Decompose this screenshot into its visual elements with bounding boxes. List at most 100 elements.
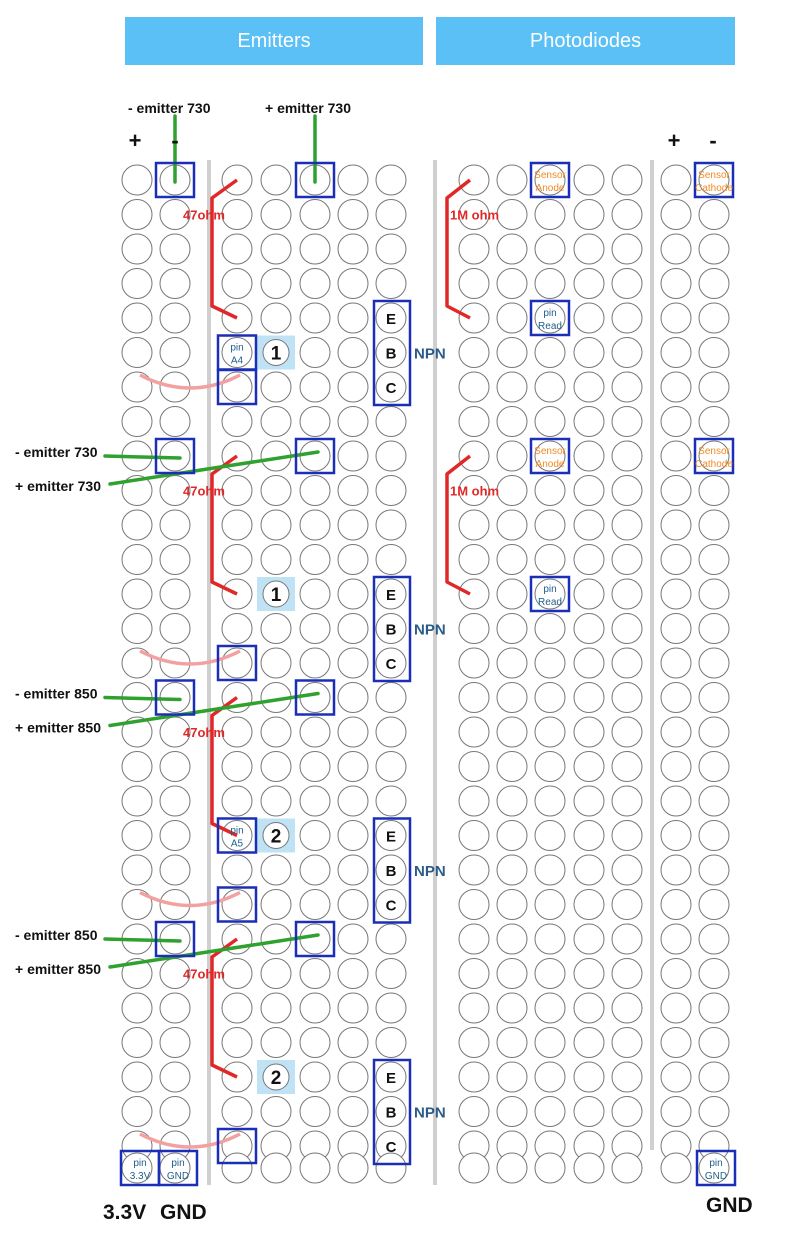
sensor-cathode-label: Cathode [695, 459, 733, 470]
breadboard-hole [299, 820, 331, 851]
emitter-minus-box [154, 679, 196, 716]
breadboard-hole [121, 371, 153, 403]
breadboard-hole [698, 475, 730, 506]
breadboard-hole [573, 233, 605, 265]
breadboard-hole [458, 613, 490, 644]
jumper-wire [108, 450, 320, 486]
breadboard-hole [299, 785, 331, 817]
jumper-wire [108, 691, 320, 728]
breadboard-hole [698, 233, 730, 265]
breadboard-hole [496, 302, 528, 334]
breadboard-hole [375, 1027, 407, 1058]
breadboard-hole [337, 1152, 369, 1184]
resistor-label: 47ohm [183, 484, 225, 499]
breadboard-hole [698, 682, 730, 713]
breadboard-hole [299, 475, 331, 506]
breadboard-hole [221, 406, 253, 437]
breadboard-hole [121, 475, 153, 506]
breadboard-hole [458, 233, 490, 265]
breadboard-hole [375, 613, 407, 644]
breadboard-hole [375, 682, 407, 713]
breadboard-hole [573, 889, 605, 920]
breadboard-hole [337, 578, 369, 610]
breadboard-hole [698, 544, 730, 575]
breadboard-hole [660, 475, 692, 506]
breadboard-hole [159, 406, 191, 437]
wire-label: + emitter 730 [265, 100, 351, 116]
breadboard-hole [458, 509, 490, 541]
breadboard-hole [496, 164, 528, 196]
sensor-cathode-box [693, 437, 735, 475]
breadboard-hole [573, 199, 605, 230]
breadboard-hole [375, 958, 407, 989]
breadboard-hole [159, 992, 191, 1024]
pin-gnd-left-label: GND [167, 1171, 189, 1182]
breadboard-hole [375, 854, 407, 886]
breadboard-hole [221, 854, 253, 886]
breadboard-hole [573, 785, 605, 817]
breadboard-hole [496, 1152, 528, 1184]
breadboard-hole [573, 440, 605, 472]
breadboard-hole [121, 992, 153, 1024]
breadboard-hole [121, 544, 153, 575]
breadboard-hole [660, 199, 692, 230]
sensor-anode-label: Sensor [534, 446, 566, 457]
breadboard-hole [534, 233, 566, 265]
breadboard-hole [337, 509, 369, 541]
breadboard-hole [337, 440, 369, 472]
jumper-wire [103, 937, 182, 943]
breadboard-hole [458, 923, 490, 955]
breadboard-hole [458, 406, 490, 437]
pin-read-label: Read [538, 597, 562, 608]
breadboard-hole [159, 233, 191, 265]
breadboard-hole [496, 820, 528, 851]
pink-jumper [139, 373, 241, 390]
breadboard-hole [496, 268, 528, 299]
breadboard-hole [337, 406, 369, 437]
transistor-pin-c: C [386, 898, 397, 915]
sensor-cathode-label: Cathode [695, 183, 733, 194]
breadboard-hole [260, 854, 292, 886]
breadboard-hole [534, 268, 566, 299]
breadboard-hole [221, 1152, 253, 1184]
breadboard-hole [458, 1027, 490, 1058]
breadboard-hole [337, 164, 369, 196]
breadboard-hole [660, 1027, 692, 1058]
resistor [210, 178, 239, 320]
breadboard-hole [337, 199, 369, 230]
breadboard-hole [573, 751, 605, 782]
sensor-anode-label: Sensor [534, 170, 566, 181]
breadboard-hole [299, 958, 331, 989]
breadboard-hole [375, 268, 407, 299]
breadboard-hole [496, 1096, 528, 1127]
breadboard-hole [611, 578, 643, 610]
breadboard-hole [121, 233, 153, 265]
breadboard-hole [221, 268, 253, 299]
breadboard-hole [660, 716, 692, 748]
resistor [445, 178, 472, 320]
breadboard-hole [121, 889, 153, 920]
breadboard-hole [698, 751, 730, 782]
breadboard-hole [221, 992, 253, 1024]
pin-read-box [529, 575, 571, 613]
breadboard-hole [221, 199, 253, 230]
breadboard-hole [299, 1061, 331, 1093]
breadboard-hole [534, 509, 566, 541]
breadboard-hole [660, 406, 692, 437]
breadboard-hole [337, 647, 369, 679]
breadboard-hole [159, 613, 191, 644]
breadboard-hole [299, 889, 331, 920]
breadboard-hole [611, 475, 643, 506]
breadboard-hole [458, 302, 490, 334]
breadboard-hole [698, 923, 730, 955]
breadboard-hole [375, 716, 407, 748]
breadboard-hole [660, 820, 692, 851]
breadboard-hole [573, 1152, 605, 1184]
breadboard-hole [660, 1096, 692, 1127]
breadboard-hole [698, 647, 730, 679]
breadboard-hole [698, 268, 730, 299]
breadboard-hole [221, 785, 253, 817]
breadboard-hole [660, 751, 692, 782]
breadboard-hole [375, 992, 407, 1024]
number-circle [262, 339, 290, 366]
